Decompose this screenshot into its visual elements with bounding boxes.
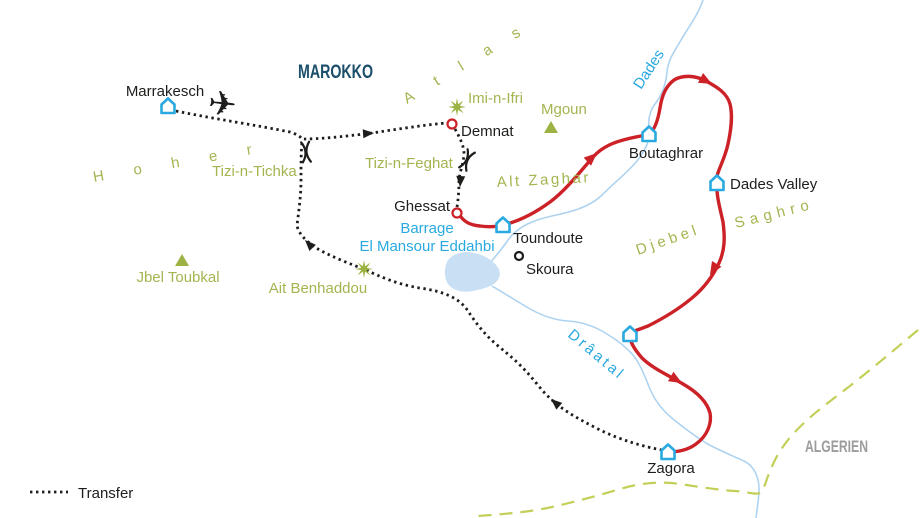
hut-icon-toundoute (495, 216, 511, 234)
hut-icon-marrakesch (160, 97, 176, 115)
dades-river-line (485, 0, 704, 269)
village-dot-skoura (513, 250, 525, 262)
city-label-zagora: Zagora (647, 460, 695, 477)
airplane-icon: ✈ (206, 84, 238, 125)
lake-barrage (444, 252, 500, 292)
city-label-dades-valley: Dades Valley (730, 176, 818, 193)
country-label: MAROKKO (298, 62, 373, 83)
village-dot-demnat (446, 118, 458, 130)
barrage-label-line2: El Mansour Eddahbi (359, 238, 494, 255)
pass-label-tizi-n-feghat: Tizi-n-Feghat (365, 155, 454, 172)
trek-arrow-east (697, 73, 715, 89)
river-label-dades: Dades (630, 47, 668, 93)
region-label-alt-zaghar: Alt Zaghar (496, 169, 591, 191)
sight-star-icon-imi-n-ifri (448, 98, 466, 116)
sight-star-icon-ait-benhaddou (355, 260, 373, 278)
mountain-pass-icon-tichka (300, 140, 312, 164)
village-dot-ghessat (451, 207, 463, 219)
transfer-arrow-northwest-1 (548, 395, 563, 410)
transfer-route-to-ghessat (453, 128, 466, 208)
barrage-label-line1: Barrage (400, 220, 453, 237)
range-label-djebel: Djebel (634, 221, 702, 259)
mountain-peak-icon-mgoun (544, 121, 558, 133)
mountain-peak-icon-jbel-toubkal (175, 254, 189, 266)
transfer-arrow-south (455, 175, 466, 188)
peak-label-jbel-toubkal: Jbel Toubkal (136, 269, 219, 286)
sight-label-ait-benhaddou: Ait Benhaddou (269, 280, 367, 297)
city-label-ghessat: Ghessat (394, 198, 451, 215)
transfer-route-return (295, 141, 663, 452)
city-label-boutaghrar: Boutaghrar (629, 145, 703, 162)
legend: Transfer (30, 485, 133, 502)
hut-icon-zagora (660, 443, 676, 461)
city-label-demnat: Demnat (461, 123, 514, 140)
sight-label-imi-n-ifri: Imi-n-Ifri (468, 90, 523, 107)
draa-river-line (491, 285, 760, 518)
city-label-skoura: Skoura (526, 261, 574, 278)
hut-icon-draa-camp (622, 325, 638, 343)
trek-route (459, 74, 734, 454)
hut-icon-dades-valley (709, 174, 725, 192)
algeria-border-line (477, 329, 919, 518)
peak-label-mgoun: Mgoun (541, 101, 587, 118)
transfer-arrow-east (362, 128, 375, 139)
legend-transfer-label: Transfer (78, 485, 133, 502)
valley-label-draatal: Drâatal (564, 326, 628, 384)
pass-label-tizi-n-tichka: Tizi-n-Tichka (212, 163, 297, 180)
mountain-pass-icon-feghat (458, 148, 476, 172)
range-label-saghro: Saghro (733, 196, 816, 232)
city-label-marrakesch: Marrakesch (126, 83, 204, 100)
city-label-toundoute: Toundoute (513, 230, 583, 247)
neighbor-country-label: ALGERIEN (805, 437, 868, 456)
